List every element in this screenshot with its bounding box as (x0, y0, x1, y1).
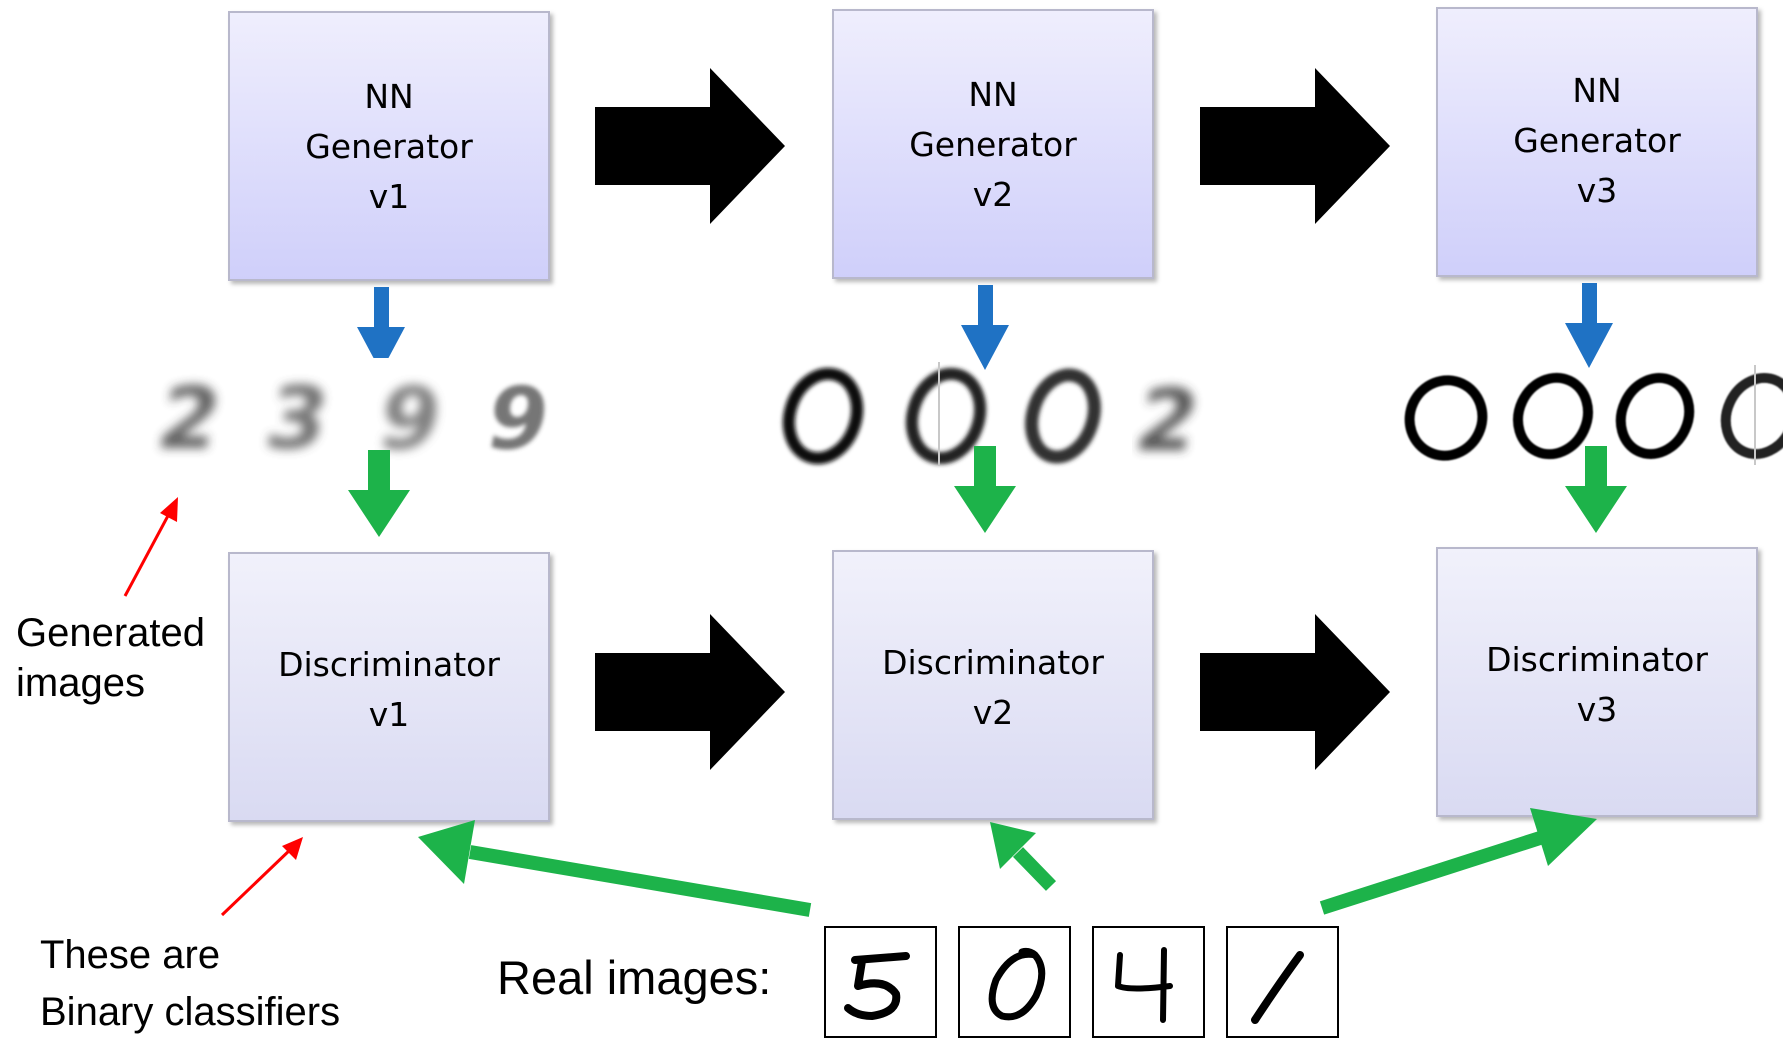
real-to-discriminator-arrow-v1 (418, 820, 812, 917)
discriminator-v1-line-1: Discriminator (278, 645, 500, 684)
generator-output-arrow-v1 (357, 287, 405, 372)
generated-images-label-line-2: images (16, 661, 145, 705)
generated-to-discriminator-arrow-v1 (348, 450, 410, 537)
evolution-arrow-d1-d2 (595, 614, 785, 770)
generated-digit-zero (1615, 373, 1695, 459)
generator-v3-line-3: v3 (1577, 171, 1618, 210)
real-image-4 (1092, 926, 1205, 1038)
real-images-label: Real images: (497, 951, 771, 1004)
discriminator-box-v3: Discriminator v3 (1436, 547, 1758, 817)
discriminator-v2-line-2: v2 (973, 693, 1014, 732)
generated-digit-zero (1404, 375, 1488, 461)
binary-classifiers-label-line-1: These are (40, 933, 220, 977)
evolution-arrow-g2-g3 (1200, 68, 1390, 224)
generator-box-v1: NN Generator v1 (228, 11, 550, 281)
discriminator-v2-line-1: Discriminator (882, 643, 1104, 682)
generated-to-discriminator-arrow-v2 (954, 446, 1016, 533)
generator-v1-line-2: Generator (305, 127, 473, 166)
generated-images-v2: 2 (782, 362, 1198, 471)
real-image-0 (958, 926, 1071, 1038)
generator-box-v3: NN Generator v3 (1436, 7, 1758, 277)
generated-images-annotation-arrow (123, 497, 178, 597)
binary-classifiers-label-line-2: Binary classifiers (40, 990, 340, 1034)
discriminator-box-v1: Discriminator v1 (228, 552, 550, 822)
generated-digit: 2 (160, 369, 220, 469)
evolution-arrow-d2-d3 (1200, 614, 1390, 770)
generated-digit-zero (1720, 373, 1783, 459)
generated-digit-zero (905, 367, 987, 465)
discriminator-v1-line-2: v1 (369, 695, 410, 734)
generator-v1-line-1: NN (364, 77, 413, 116)
evolution-arrow-g1-g2 (595, 68, 785, 224)
generator-v3-line-2: Generator (1513, 121, 1681, 160)
generator-output-arrow-v3 (1565, 283, 1613, 368)
discriminator-v3-line-2: v3 (1577, 690, 1618, 729)
generated-digit: 3 (268, 369, 328, 469)
real-image-1 (1226, 926, 1339, 1038)
generator-v3-line-1: NN (1572, 71, 1621, 110)
generator-v2-line-3: v2 (973, 175, 1014, 214)
generated-digit-zero (1025, 368, 1101, 464)
discriminator-box-v2: Discriminator v2 (832, 550, 1154, 820)
generator-v1-line-3: v1 (369, 177, 410, 216)
generated-images-v1: 2 3 9 9 (150, 358, 590, 469)
generated-digit-zero (1513, 372, 1593, 460)
generator-v2-line-2: Generator (909, 125, 1077, 164)
generator-v2-line-1: NN (968, 75, 1017, 114)
generator-output-arrow-v2 (961, 285, 1009, 370)
generated-images-v3 (1404, 365, 1783, 465)
generator-box-v2: NN Generator v2 (832, 9, 1154, 279)
generated-digit: 9 (488, 369, 548, 469)
generated-images-label-line-1: Generated (16, 611, 205, 655)
binary-classifiers-annotation-arrow (220, 837, 303, 917)
discriminator-v3-line-1: Discriminator (1486, 640, 1708, 679)
real-to-discriminator-arrow-v3 (1319, 808, 1597, 915)
generated-to-discriminator-arrow-v3 (1565, 446, 1627, 533)
real-image-5 (824, 926, 937, 1038)
generated-digit-zero (782, 367, 864, 465)
generated-digit: 2 (1138, 371, 1198, 471)
real-to-discriminator-arrow-v2 (990, 822, 1057, 891)
